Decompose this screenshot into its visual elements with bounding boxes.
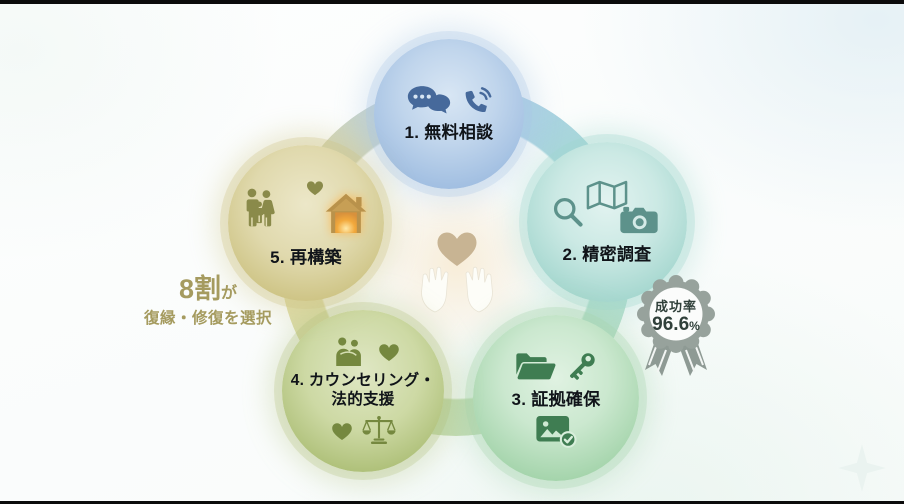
step5-icons	[243, 178, 369, 242]
step1-icons	[405, 85, 494, 117]
heart-icon	[306, 181, 324, 196]
step5-circle: 5. 再構築	[228, 145, 384, 301]
badge-value: 96.6	[652, 313, 690, 335]
letterbox-top	[0, 0, 904, 4]
heart-icon	[331, 423, 352, 441]
step3-circle: 3. 証拠確保	[473, 315, 639, 481]
step1-circle: 1. 無料相談	[374, 39, 524, 189]
step3-icons-top	[513, 348, 600, 384]
badge-text: 成功率 96.6%	[626, 289, 726, 341]
magnifier-icon	[553, 197, 583, 227]
step4-circle: 4. カウンセリング・ 法的支援	[282, 310, 444, 472]
step5-label: 5. 再構築	[270, 247, 342, 267]
key-icon	[569, 353, 595, 380]
reconciliation-stat: 8割が 復縁・修復を選択	[116, 274, 300, 328]
step4-icons-top	[326, 336, 401, 366]
letterbox-bottom	[0, 501, 904, 504]
map-icon	[586, 180, 628, 210]
step4-icons-bottom	[330, 414, 397, 446]
camera-icon	[620, 206, 658, 233]
stat-line1: 8割が	[116, 274, 300, 305]
hug-icon	[335, 337, 361, 366]
speech-bubbles-icon	[407, 86, 450, 114]
family-icon	[246, 188, 275, 227]
step4-label-line2: 法的支援	[331, 391, 395, 408]
step2-icons	[549, 179, 665, 239]
success-rate-badge: 成功率 96.6%	[626, 274, 726, 384]
phone-call-icon	[465, 86, 491, 112]
stat-line2: 復縁・修復を選択	[143, 310, 272, 328]
step2-label: 2. 精密調査	[562, 244, 652, 264]
folder-open-icon	[515, 353, 556, 380]
heart-icon	[378, 343, 399, 361]
badge-label: 成功率	[654, 298, 697, 314]
image-check-icon	[536, 416, 577, 448]
stat-value: 8割	[178, 274, 221, 304]
step1-label: 1. 無料相談	[404, 122, 494, 142]
scales-icon	[361, 416, 396, 445]
step2-circle: 2. 精密調査	[527, 142, 687, 302]
step4-label-line1: 4. カウンセリング・	[290, 371, 436, 389]
badge-unit: %	[689, 318, 700, 333]
hands-holding-heart-icon	[421, 232, 493, 313]
badge-value-row: 96.6%	[652, 315, 700, 335]
rosette-ribbon-icon	[637, 275, 715, 376]
step3-label: 3. 証拠確保	[511, 389, 601, 409]
stat-particle: が	[221, 285, 238, 302]
four-point-star-icon	[838, 444, 886, 492]
house-glow-icon	[325, 193, 367, 233]
